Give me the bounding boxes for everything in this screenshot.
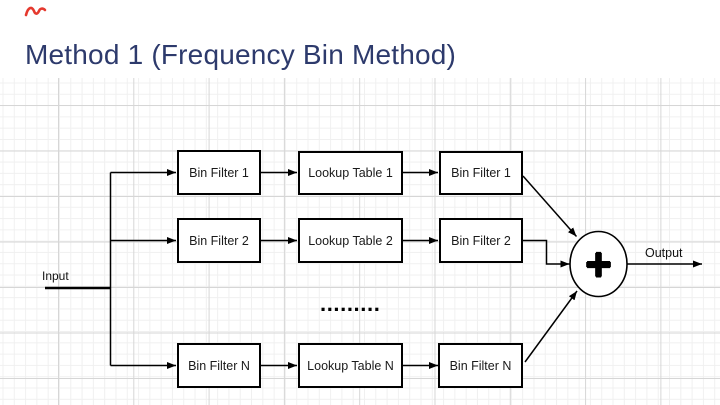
lookup-table-1-box: Lookup Table 1	[298, 151, 403, 195]
lookup-table-n-box: Lookup Table N	[298, 343, 403, 388]
post-bin-filter-2-box: Bin Filter 2	[439, 218, 523, 263]
ellipsis-dots: .........	[320, 294, 381, 316]
bin-filter-1-box: Bin Filter 1	[177, 150, 261, 195]
bin-filter-n-box: Bin Filter N	[177, 343, 261, 388]
page-title: Method 1 (Frequency Bin Method)	[25, 39, 457, 70]
output-label: Output	[645, 246, 683, 260]
input-label: Input	[42, 269, 69, 283]
post-bin-filter-1-box: Bin Filter 1	[439, 151, 523, 195]
red-scribble-annotation	[24, 6, 47, 17]
lookup-table-2-box: Lookup Table 2	[298, 218, 403, 263]
post-bin-filter-n-box: Bin Filter N	[438, 343, 523, 388]
summation-node: +	[585, 238, 612, 290]
bin-filter-2-box: Bin Filter 2	[177, 218, 261, 263]
